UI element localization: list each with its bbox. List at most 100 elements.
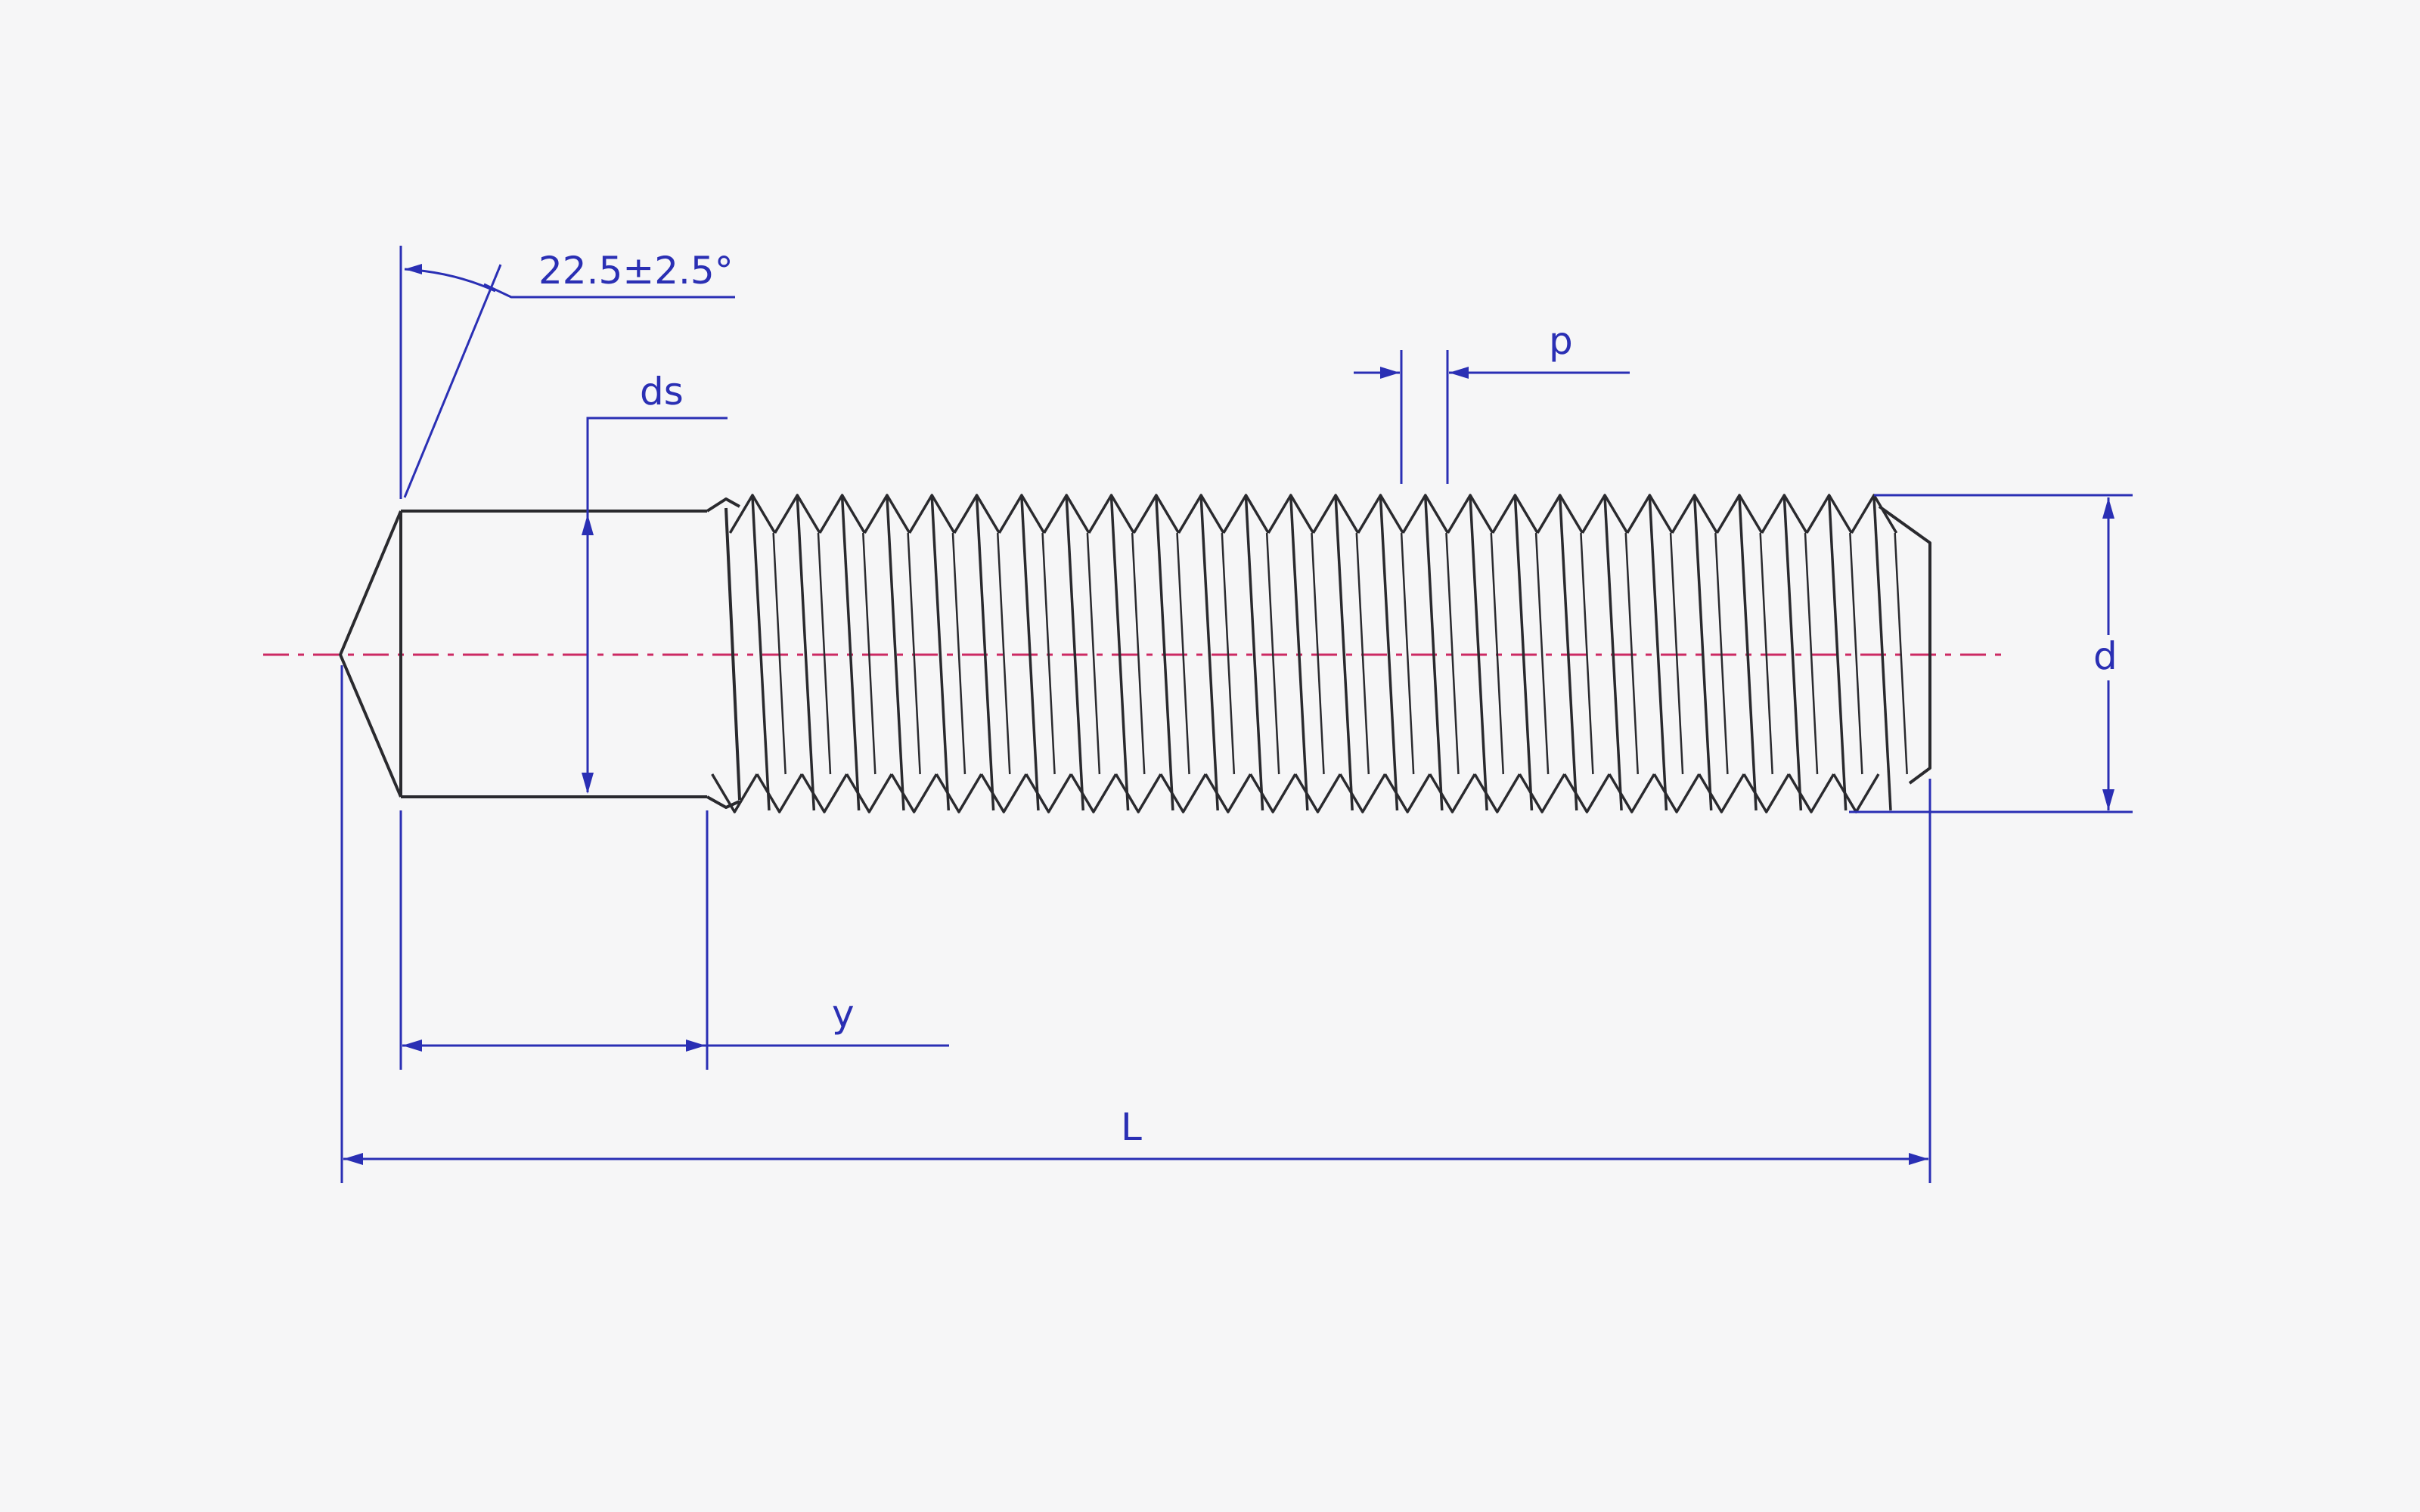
thread-crest-top (1446, 494, 1494, 534)
thread-crest-bottom (1698, 773, 1745, 813)
thread-root-line (1445, 532, 1460, 775)
thread-helix-line (1155, 496, 1174, 811)
thread-crest-top (1715, 494, 1764, 534)
thread-root-line (1490, 532, 1505, 775)
thread-crest-bottom (1563, 773, 1611, 813)
ds-label: ds (640, 370, 684, 414)
thread-root-line (907, 532, 921, 775)
thread-crest-bottom (890, 773, 938, 813)
thread-helix-line (1424, 496, 1444, 811)
thread-root-line (1311, 532, 1325, 775)
thread-crest-bottom (755, 773, 803, 813)
thread-root-line (1041, 532, 1056, 775)
y-arrow-left (402, 1040, 422, 1052)
thread-crest-bottom (1832, 773, 1880, 813)
thread-crest-bottom (1115, 773, 1162, 813)
d-label: d (2093, 634, 2118, 678)
thread-crest-top (1222, 494, 1270, 534)
thread-crest-bottom (1383, 773, 1432, 813)
thread-helix-line (1559, 496, 1578, 811)
thread-crest-top (1043, 494, 1091, 534)
thread-runout-top (706, 497, 740, 513)
thread-crest-bottom (845, 773, 893, 813)
thread-helix-line (1513, 496, 1534, 811)
thread-crest-top (1132, 494, 1181, 534)
dimension-labels: 22.5±2.5° ds p d y L (538, 249, 2118, 1149)
thread-helix-line (1065, 496, 1084, 811)
y-arrow-right (686, 1040, 706, 1052)
thread-root-line (1894, 532, 1908, 775)
thread-crest-bottom (711, 773, 759, 813)
thread-crest-bottom (1159, 773, 1207, 813)
angle-ext-slanted (403, 264, 502, 498)
thread-crest-top (1401, 494, 1449, 534)
thread-crest-bottom (935, 773, 983, 813)
thread-crest-top (774, 494, 821, 534)
thread-crest-bottom (1429, 773, 1476, 813)
thread-root-line (817, 532, 832, 775)
thread-crest-top (1087, 494, 1135, 534)
thread-crest-bottom (1742, 773, 1790, 813)
thread-root-line (1265, 532, 1280, 775)
thread-helix-line (1334, 496, 1354, 811)
thread-crest-bottom (1204, 773, 1252, 813)
angle-label: 22.5±2.5° (538, 249, 734, 293)
thread-root-line (1534, 532, 1550, 775)
thread-crest-top (728, 494, 777, 534)
thread-crest-bottom (1608, 773, 1655, 813)
thread-root-line (1849, 532, 1863, 775)
thread-crest-top (1671, 494, 1718, 534)
thread-helix-line (975, 496, 995, 811)
thread-crest-bottom (980, 773, 1028, 813)
thread-crest-top (1357, 494, 1404, 534)
thread-helix-line (1827, 496, 1848, 811)
thread-crest-top (908, 494, 956, 534)
thread-crest-top (1267, 494, 1315, 534)
thread-root-line (951, 532, 966, 775)
thread-end-chamfer (1878, 505, 1931, 785)
thread-start-line (724, 507, 741, 801)
thread-crest-bottom (1652, 773, 1701, 813)
thread-crest-top (1491, 494, 1539, 534)
thread-helix-line (930, 496, 951, 811)
thread-crest-top (1805, 494, 1853, 534)
thread-crest-bottom (1518, 773, 1566, 813)
thread-helix-line (751, 496, 771, 811)
thread-profile (711, 494, 1908, 813)
ds-leader (586, 417, 728, 792)
angle-leader (483, 283, 735, 299)
L-arrow-left (343, 1153, 363, 1165)
thread-crest-top (997, 494, 1046, 534)
thread-helix-line (1603, 496, 1623, 811)
thread-crest-top (863, 494, 911, 534)
thread-helix-line (1244, 496, 1264, 811)
screw-outline (339, 497, 1931, 809)
thread-root-line (1624, 532, 1639, 775)
thread-crest-bottom (1294, 773, 1342, 813)
thread-helix-line (1782, 496, 1803, 811)
cone-point (339, 510, 402, 798)
thread-crest-top (1761, 494, 1808, 534)
thread-helix-line (1692, 496, 1713, 811)
thread-helix-line (1872, 496, 1892, 811)
thread-helix-line (1648, 496, 1668, 811)
thread-root-line (862, 532, 876, 775)
thread-runout-bottom (706, 795, 740, 809)
thread-crest-bottom (1069, 773, 1118, 813)
thread-root-line (1221, 532, 1236, 775)
thread-helix-line (796, 496, 816, 811)
thread-helix-line (1289, 496, 1309, 811)
thread-crest-bottom (800, 773, 849, 813)
p-arrow-left (1380, 367, 1400, 379)
L-arrow-right (1909, 1153, 1928, 1165)
thread-root-line (1669, 532, 1684, 775)
thread-root-line (1580, 532, 1594, 775)
thread-helix-line (1379, 496, 1399, 811)
ds-arrow-bottom (582, 773, 594, 794)
thread-root-line (1086, 532, 1101, 775)
d-arrow-bottom (2102, 789, 2114, 810)
thread-crest-bottom (1787, 773, 1835, 813)
thread-root-line (1804, 532, 1819, 775)
thread-crest-top (1581, 494, 1629, 534)
